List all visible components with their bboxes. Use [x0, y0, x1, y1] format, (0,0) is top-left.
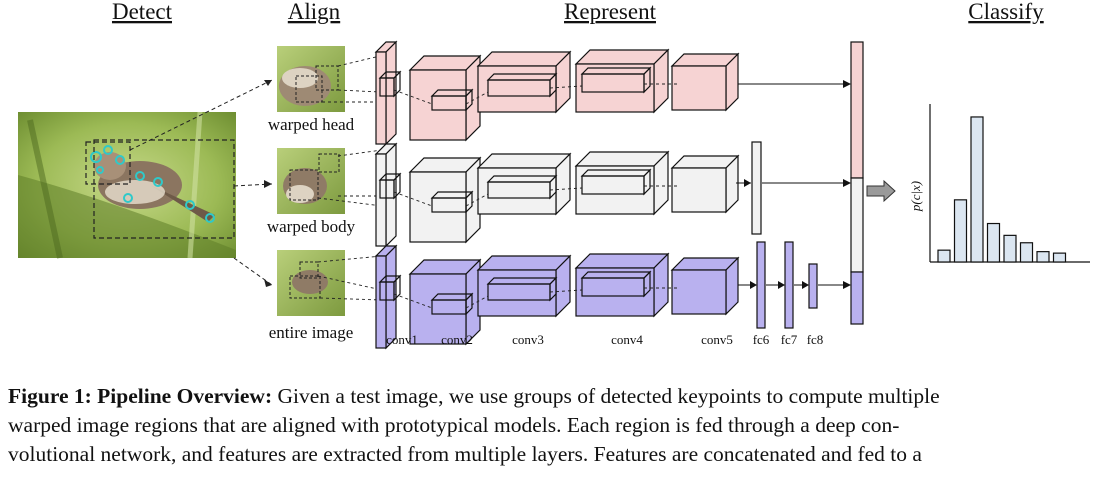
stage-classify-heading: Classify [968, 0, 1044, 24]
crop-head-label: warped head [268, 115, 355, 134]
layer-label: conv2 [441, 332, 473, 347]
class-histogram: p(c|x) [908, 104, 1090, 263]
histogram-bar [986, 222, 1001, 263]
stream-entire [374, 244, 740, 350]
test-image [18, 111, 236, 259]
stage-align-heading: Align [288, 0, 341, 24]
conv2-volume [408, 156, 482, 244]
crop-body-label: warped body [267, 217, 356, 236]
conv1-volume [374, 40, 398, 146]
histogram-bar [1036, 251, 1050, 263]
feature-vector [850, 41, 864, 325]
figure-caption: Figure 1: Pipeline Overview: Given a tes… [8, 382, 1112, 469]
histogram-bar [953, 199, 968, 263]
layer-label: conv3 [512, 332, 544, 347]
histogram-bar [1052, 252, 1067, 263]
stage-represent-heading: Represent [564, 0, 657, 24]
caption-title: Figure 1: Pipeline Overview: [8, 384, 273, 408]
fc-body [751, 141, 762, 235]
kernel-box [580, 66, 652, 94]
crop-entire-label: entire image [269, 323, 354, 342]
kernel-box [580, 270, 652, 298]
histogram-bar [1003, 234, 1017, 263]
stage-detect-heading: Detect [112, 0, 173, 24]
fc6-entire [756, 241, 766, 329]
layer-label: conv1 [386, 332, 418, 347]
conv4-volume [574, 48, 670, 114]
kernel-box [430, 292, 474, 316]
crop-entire [277, 250, 345, 316]
fc8-entire [808, 263, 818, 309]
conv5-volume [670, 154, 740, 214]
conv4-volume [574, 252, 670, 318]
layer-label: fc7 [781, 332, 798, 347]
layer-label: fc6 [753, 332, 770, 347]
conv1-volume [374, 142, 398, 248]
histogram-bar [1019, 242, 1034, 263]
conv2-volume [408, 54, 482, 142]
classify-arrow-icon [866, 179, 896, 203]
kernel-box [430, 88, 474, 112]
conv5-volume [670, 256, 740, 316]
kernel-box [580, 168, 652, 196]
histogram-ylabel: p(c|x) [908, 181, 923, 212]
conv4-volume [574, 150, 670, 216]
crop-body [277, 148, 345, 214]
caption-line-1: Given a test image, we use groups of det… [272, 384, 940, 408]
layer-labels: conv1 conv2 conv3 conv4 conv5 fc6 fc7 fc… [386, 332, 823, 347]
caption-line-3: volutional network, and features are ext… [8, 442, 922, 466]
layer-label: fc8 [807, 332, 824, 347]
fc-layers [751, 141, 818, 329]
caption-line-2: warped image regions that are aligned wi… [8, 413, 900, 437]
concat-arrows [736, 83, 850, 286]
layer-label: conv5 [701, 332, 733, 347]
histogram-bar [937, 249, 951, 263]
conv1-volume [374, 244, 398, 350]
layer-label: conv4 [611, 332, 643, 347]
crop-head [277, 46, 345, 112]
histogram-bar [970, 116, 984, 263]
kernel-box [430, 190, 474, 214]
stream-head [374, 40, 740, 146]
fc7-entire [784, 241, 794, 329]
stream-body [374, 142, 740, 248]
conv2-volume [408, 258, 482, 346]
conv5-volume [670, 52, 740, 112]
